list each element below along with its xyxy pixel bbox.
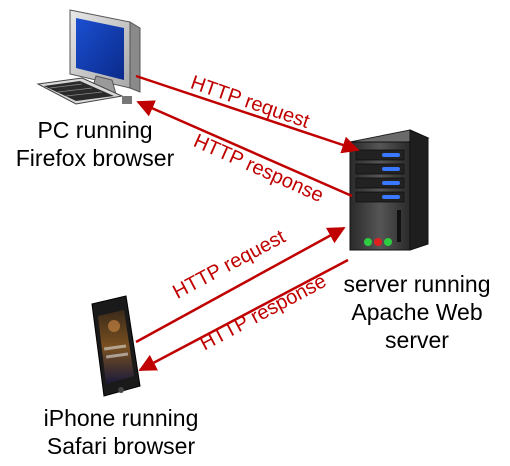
pc-label: PC running Firefox browser (2, 116, 188, 172)
iphone-label: iPhone running Safari browser (28, 404, 214, 460)
pc-label-line1: PC running (37, 117, 153, 143)
iphone-label-line2: Safari browser (46, 433, 196, 459)
server-label: server running Apache Web server (324, 270, 510, 354)
pc-request-label: HTTP request (188, 72, 313, 133)
iphone-icon (91, 295, 141, 397)
server-tower-icon (348, 129, 430, 251)
pc-label-line2: Firefox browser (15, 145, 175, 171)
desktop-pc-icon (36, 9, 141, 105)
iphone-response-arrow (138, 258, 349, 372)
server-label-line1: server running (343, 271, 491, 297)
server-label-line3: server (385, 327, 449, 353)
iphone-server-exchange: HTTP request HTTP response (135, 226, 349, 372)
pc-response-arrow (136, 100, 353, 198)
iphone-request-arrow (135, 226, 346, 344)
server-label-line2: Apache Web (351, 299, 483, 325)
iphone-label-line1: iPhone running (43, 405, 199, 431)
pc-response-label: HTTP response (190, 130, 327, 207)
pc-request-arrow (135, 74, 360, 154)
